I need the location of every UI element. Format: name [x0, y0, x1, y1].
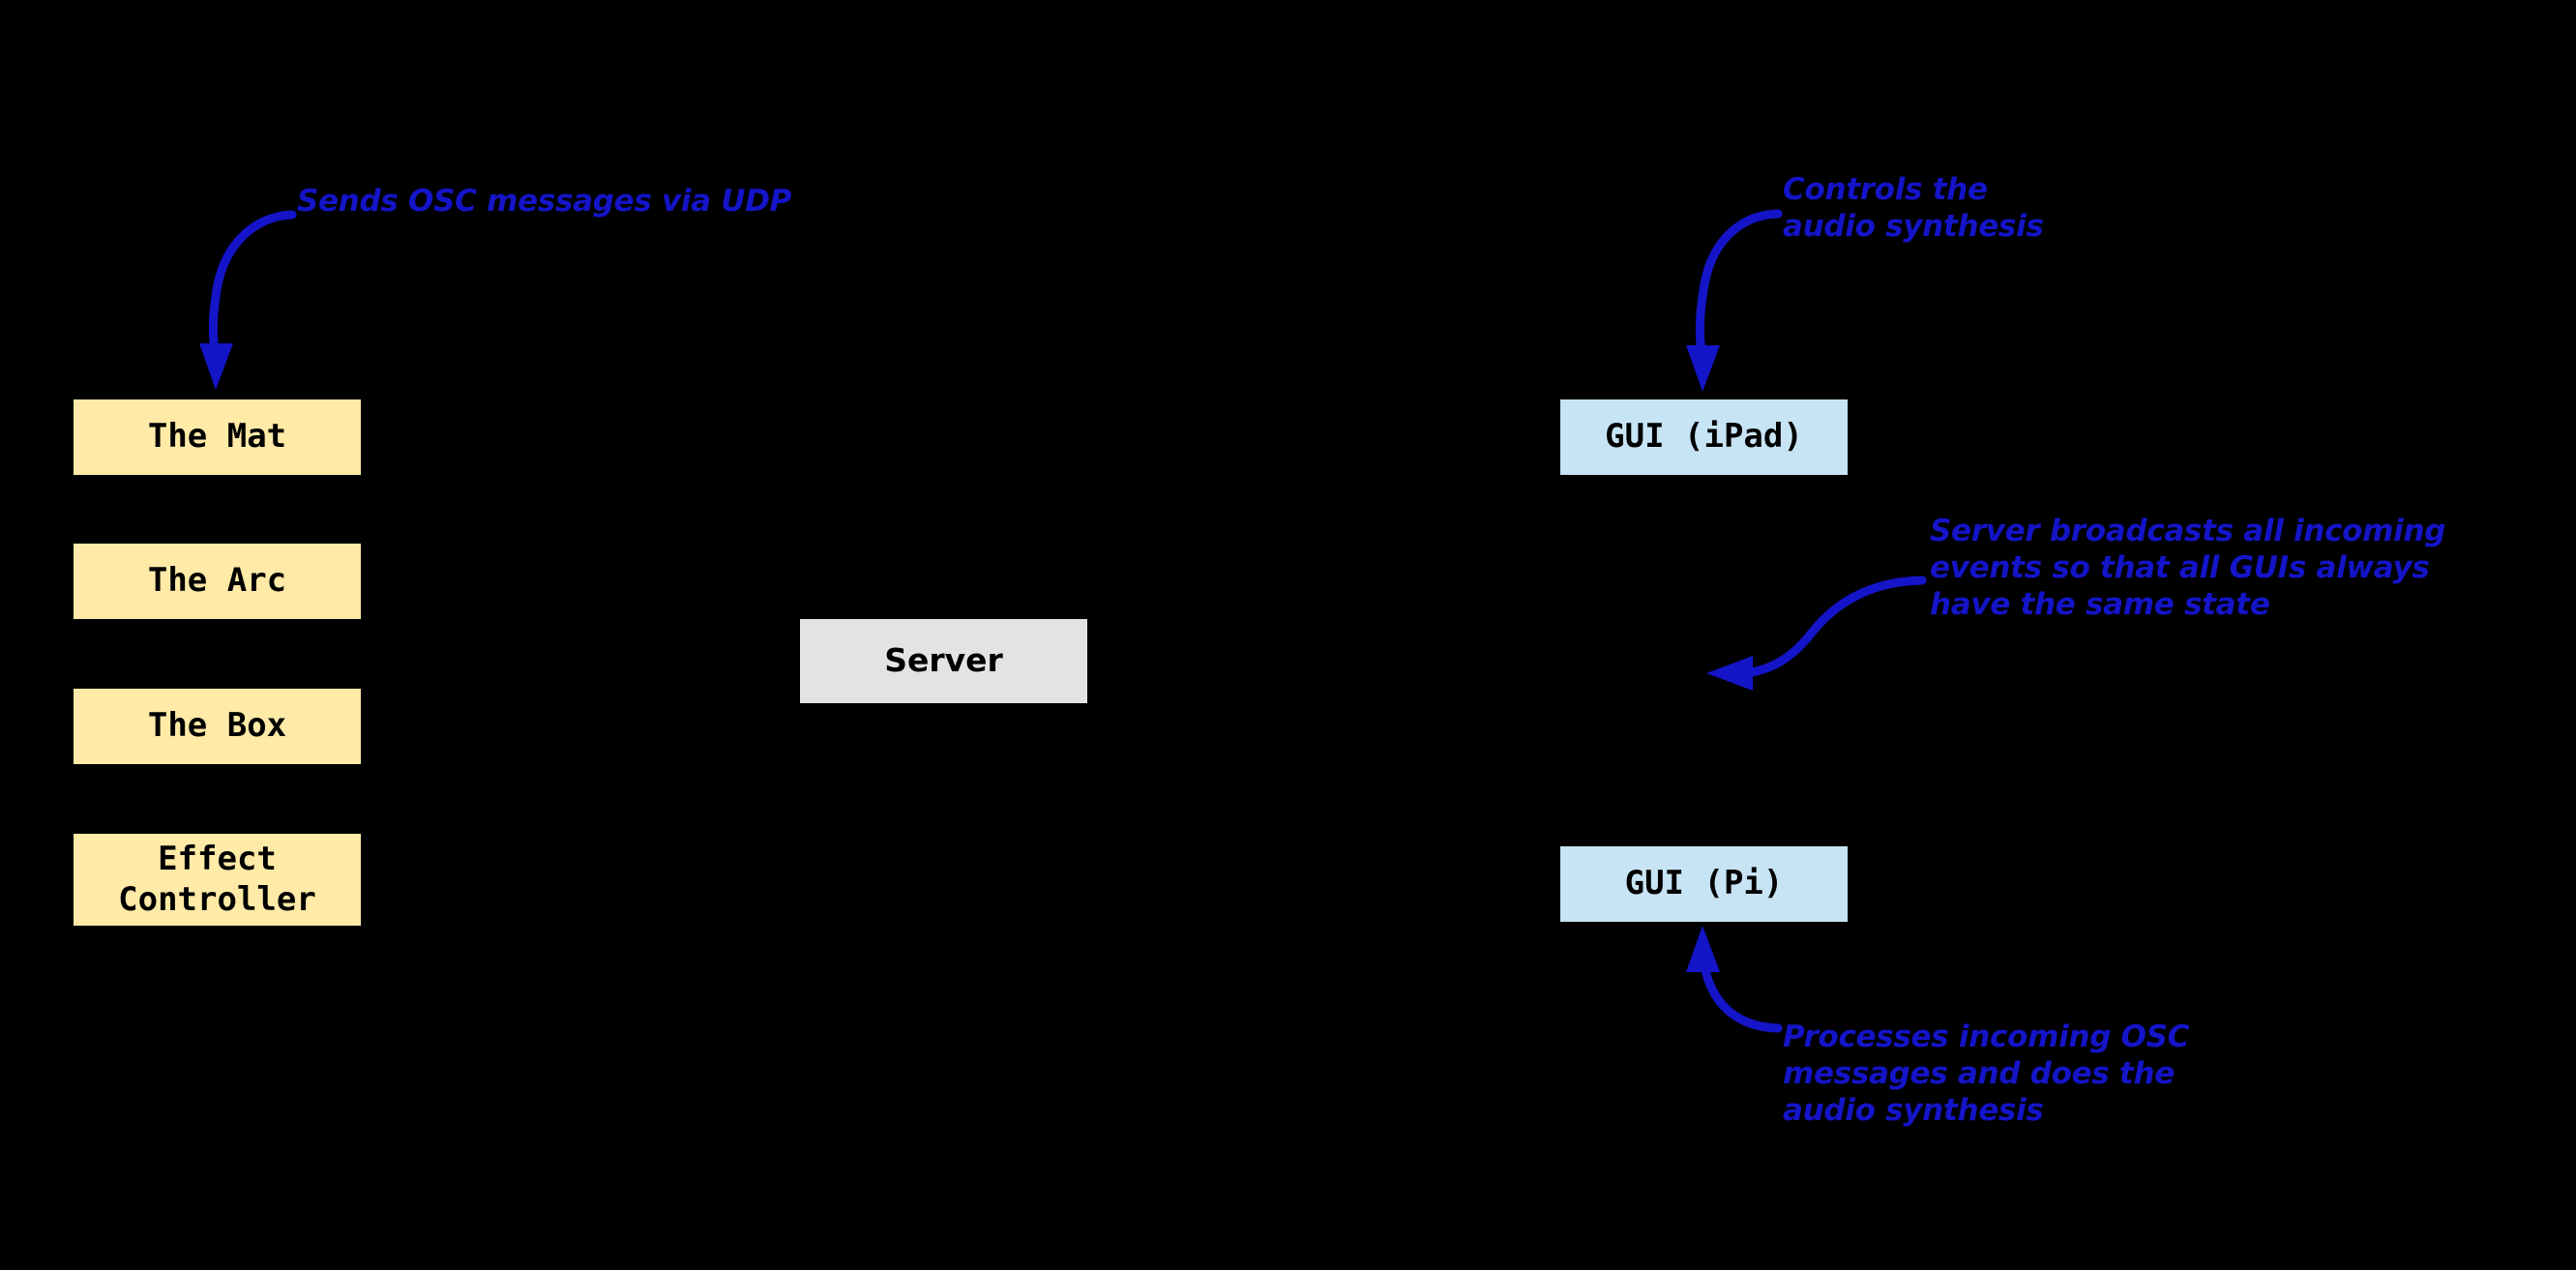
annotation-server-broadcasts: Server broadcasts all incoming events so… — [1930, 514, 2446, 622]
arrow-sends-osc — [199, 210, 297, 390]
node-effect-controller-label: Effect Controller — [118, 840, 316, 919]
node-gui-ipad-label: GUI (iPad) — [1605, 417, 1803, 457]
node-the-mat-label: The Mat — [147, 417, 287, 457]
node-gui-ipad[interactable]: GUI (iPad) — [1560, 399, 1848, 475]
annotation-processes-osc: Processes incoming OSC messages and does… — [1783, 1019, 2190, 1128]
annotation-sends-osc: Sends OSC messages via UDP — [297, 184, 792, 219]
node-gui-pi[interactable]: GUI (Pi) — [1560, 846, 1848, 922]
annotation-controls-audio: Controls the audio synthesis — [1783, 172, 2044, 244]
node-effect-controller[interactable]: Effect Controller — [74, 834, 361, 926]
arrow-processes-osc — [1686, 926, 1783, 1033]
arrow-controls-audio — [1686, 209, 1783, 392]
node-the-mat[interactable]: The Mat — [74, 399, 361, 475]
node-the-arc[interactable]: The Arc — [74, 544, 361, 619]
node-the-box-label: The Box — [147, 706, 287, 746]
node-gui-pi-label: GUI (Pi) — [1624, 864, 1784, 903]
node-the-arc-label: The Arc — [147, 561, 287, 601]
node-the-box[interactable]: The Box — [74, 689, 361, 764]
arrow-server-broadcasts — [1706, 576, 1927, 691]
node-server[interactable]: Server — [800, 619, 1087, 703]
node-server-label: Server — [884, 641, 1003, 680]
